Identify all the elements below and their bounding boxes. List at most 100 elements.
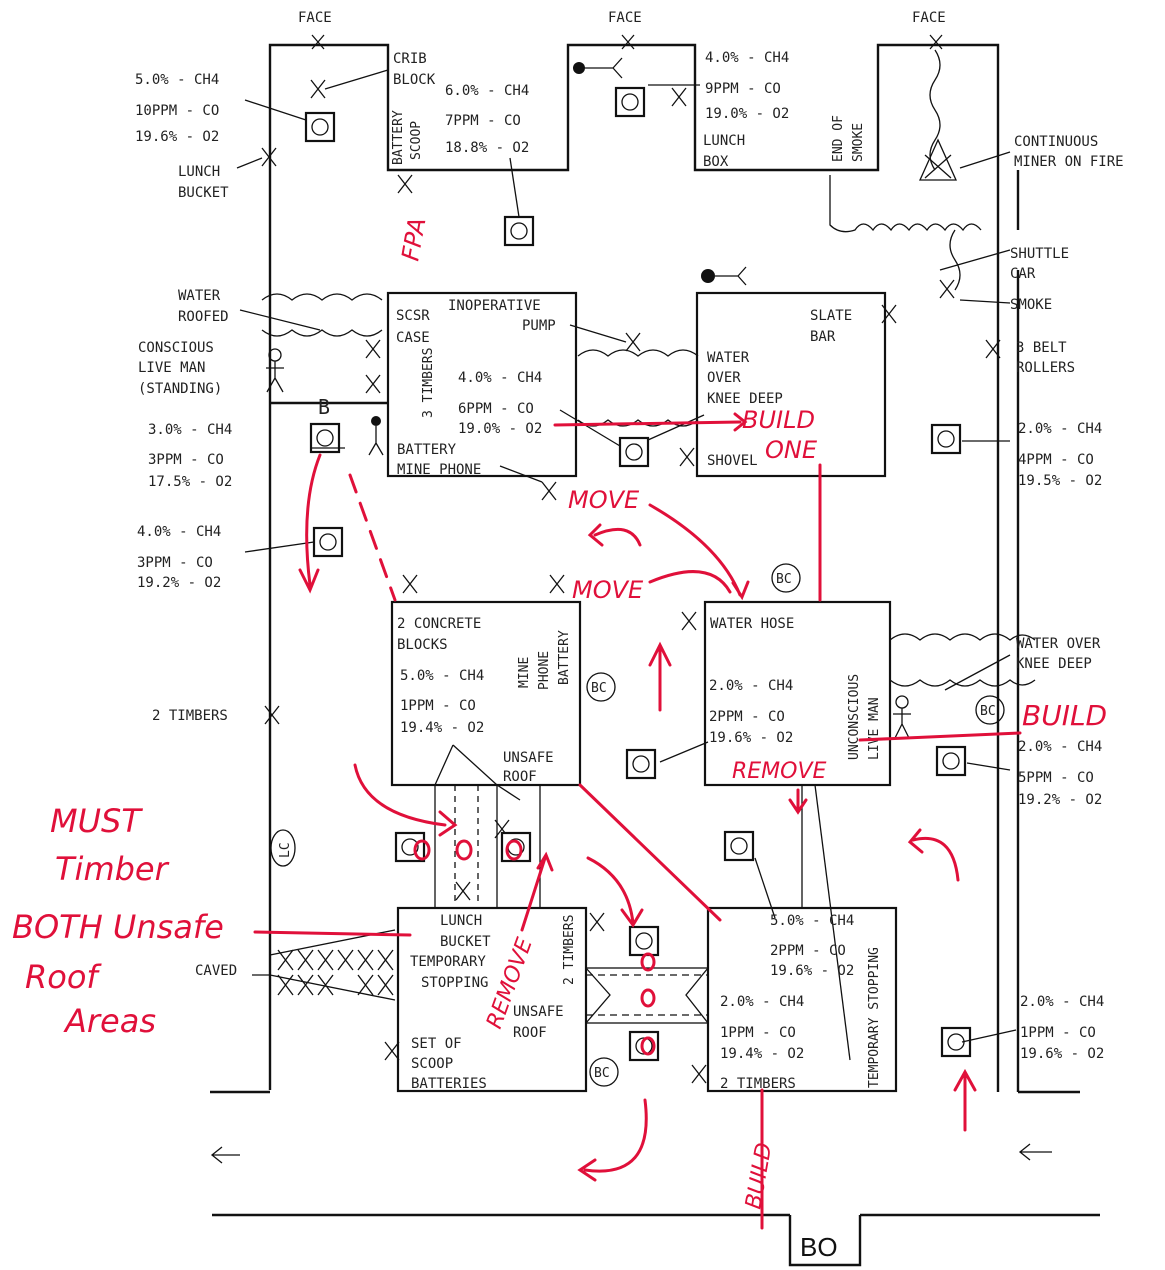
reading-13-co: 1PPM - CO: [1020, 1025, 1096, 1041]
reading-5-co: 6PPM - CO: [458, 401, 534, 417]
face-label-2: FACE: [608, 10, 642, 26]
reading-13-o2: 19.6% - O2: [1020, 1046, 1104, 1062]
reading-13-ch4: 2.0% - CH4: [1020, 994, 1104, 1010]
reading-3-ch4: 4.0% - CH4: [705, 50, 789, 66]
reading-8-o2: 19.4% - O2: [400, 720, 484, 736]
lunch-box-label-2: BOX: [703, 154, 729, 170]
reading-11-o2: 19.6% - O2: [770, 963, 854, 979]
down-arrow-left: [298, 453, 322, 594]
reading-1-co: 10PPM - CO: [135, 103, 219, 119]
unconscious-man-icon: [893, 695, 911, 739]
reading-box-6: [930, 423, 962, 455]
mine-outline: [210, 43, 1100, 1267]
move-arrow-1: [587, 523, 642, 547]
lunch-bucket-left-2: BUCKET: [178, 185, 229, 201]
both-unsafe-note: BOTH Unsafe: [12, 908, 224, 946]
reading-box-8: [625, 748, 657, 780]
red-circles: [413, 839, 656, 1056]
slate-label: SLATE: [810, 308, 852, 324]
reading-6-co: 4PPM - CO: [1018, 452, 1094, 468]
reading-4-ch4: 3.0% - CH4: [148, 422, 232, 438]
reading-box-3: [614, 86, 646, 118]
scoop-label-2: SCOOP: [411, 1056, 453, 1072]
reading-9-ch4: 2.0% - CH4: [709, 678, 793, 694]
reading-10-o2: 19.2% - O2: [1018, 792, 1102, 808]
smoke-label: SMOKE: [1010, 297, 1052, 313]
mine-vert: MINE: [517, 657, 532, 688]
reading-1: 5.0% - CH4 10PPM - CO 19.6% - O2: [135, 72, 219, 145]
reading-8-co: 1PPM - CO: [400, 698, 476, 714]
reading-12: 2.0% - CH4 1PPM - CO 19.4% - O2: [720, 994, 804, 1062]
move-note-2: MOVE: [572, 576, 644, 604]
reading-6-ch4: 2.0% - CH4: [1018, 421, 1102, 437]
reading-5-ch4: 4.0% - CH4: [458, 370, 542, 386]
reading-12-co: 1PPM - CO: [720, 1025, 796, 1041]
reading-7-ch4: 4.0% - CH4: [137, 524, 221, 540]
reading-7: 4.0% - CH4 3PPM - CO 19.2% - O2: [137, 524, 221, 591]
remove-arrow-2: [520, 851, 554, 932]
battery-label: BATTERY: [391, 110, 406, 165]
conscious-label-3: (STANDING): [138, 381, 222, 397]
water-roofed-1: WATER: [178, 288, 221, 304]
move-note-1: MOVE: [568, 486, 640, 514]
entries-outline: [268, 43, 1000, 1092]
must-timber-note: MUST Timber BOTH Unsafe Roof Areas: [12, 802, 224, 1040]
mine-phone-label: MINE PHONE: [397, 462, 481, 478]
roof-note: Roof: [25, 958, 102, 996]
roof-label-2: ROOF: [513, 1025, 547, 1041]
smoke-line: [829, 49, 982, 291]
battery-label-2: BATTERY: [397, 442, 457, 458]
intake-arrows: [210, 1143, 1052, 1164]
three-timbers-vert: 3 TIMBERS: [421, 348, 436, 418]
build-right-line: [858, 731, 1022, 742]
readings-group: 5.0% - CH4 10PPM - CO 19.6% - O2 6.0% - …: [135, 50, 1104, 1062]
pillar-block-4: [703, 600, 892, 787]
reading-box-2: [503, 215, 535, 247]
reading-6: 2.0% - CH4 4PPM - CO 19.5% - O2: [1018, 421, 1102, 489]
arrow-down-center: [586, 856, 644, 928]
belt-label: 3 BELT: [1016, 340, 1067, 356]
miner-on-fire-label: MINER ON FIRE: [1014, 154, 1124, 170]
pillar-block-6: [706, 906, 898, 1093]
reading-11-ch4: 5.0% - CH4: [770, 913, 854, 929]
reading-4-o2: 17.5% - O2: [148, 474, 232, 490]
circle-markers: BC BC BC BC LC: [270, 563, 1005, 1087]
knee-deep-2: KNEE DEEP: [1016, 656, 1092, 672]
reading-box-11: [394, 831, 426, 863]
b-marker: B: [318, 395, 330, 419]
reading-7-co: 3PPM - CO: [137, 555, 213, 571]
batteries-label: BATTERIES: [411, 1076, 487, 1092]
bc-marker-1: BC: [776, 572, 792, 587]
caved-label: CAVED: [195, 963, 237, 979]
block-label: BLOCK: [393, 72, 436, 88]
reading-box-9: [935, 745, 967, 777]
unsafe-roof-area-2: [585, 967, 709, 1024]
reading-12-o2: 19.4% - O2: [720, 1046, 804, 1062]
person-icons: [266, 57, 911, 739]
red-line-diag: [578, 783, 722, 922]
reading-5-o2: 19.0% - O2: [458, 421, 542, 437]
set-of-label: SET OF: [411, 1036, 462, 1052]
knee-deep-label-1: KNEE DEEP: [707, 391, 783, 407]
over-label-1: OVER: [707, 370, 741, 386]
reading-3-o2: 19.0% - O2: [705, 106, 789, 122]
red-annotations: FPA BUILD ONE MOVE MOVE BUILD REMOVE REM: [12, 215, 1107, 1230]
unsafe-label-1: UNSAFE: [503, 750, 554, 766]
phone-vert: PHONE: [537, 651, 552, 690]
reading-10: 2.0% - CH4 5PPM - CO 19.2% - O2: [1018, 739, 1102, 808]
reading-4: 3.0% - CH4 3PPM - CO 17.5% - O2: [148, 422, 232, 490]
reading-1-o2: 19.6% - O2: [135, 129, 219, 145]
bc-marker-2: BC: [591, 681, 607, 696]
water-areas: [261, 293, 1036, 687]
end-of-label: END OF: [831, 115, 846, 162]
conscious-label-1: CONSCIOUS: [138, 340, 214, 356]
unsafe-roof-area-1: [434, 744, 541, 908]
reading-11-co: 2PPM - CO: [770, 943, 846, 959]
continuous-label: CONTINUOUS: [1014, 134, 1098, 150]
build-one-line: [553, 412, 748, 432]
reading-2-ch4: 6.0% - CH4: [445, 83, 529, 99]
reading-3-co: 9PPM - CO: [705, 81, 781, 97]
stopping-label: STOPPING: [421, 975, 488, 991]
move-arrow-2: [648, 503, 750, 601]
concrete-label-1: 2 CONCRETE: [397, 616, 481, 632]
